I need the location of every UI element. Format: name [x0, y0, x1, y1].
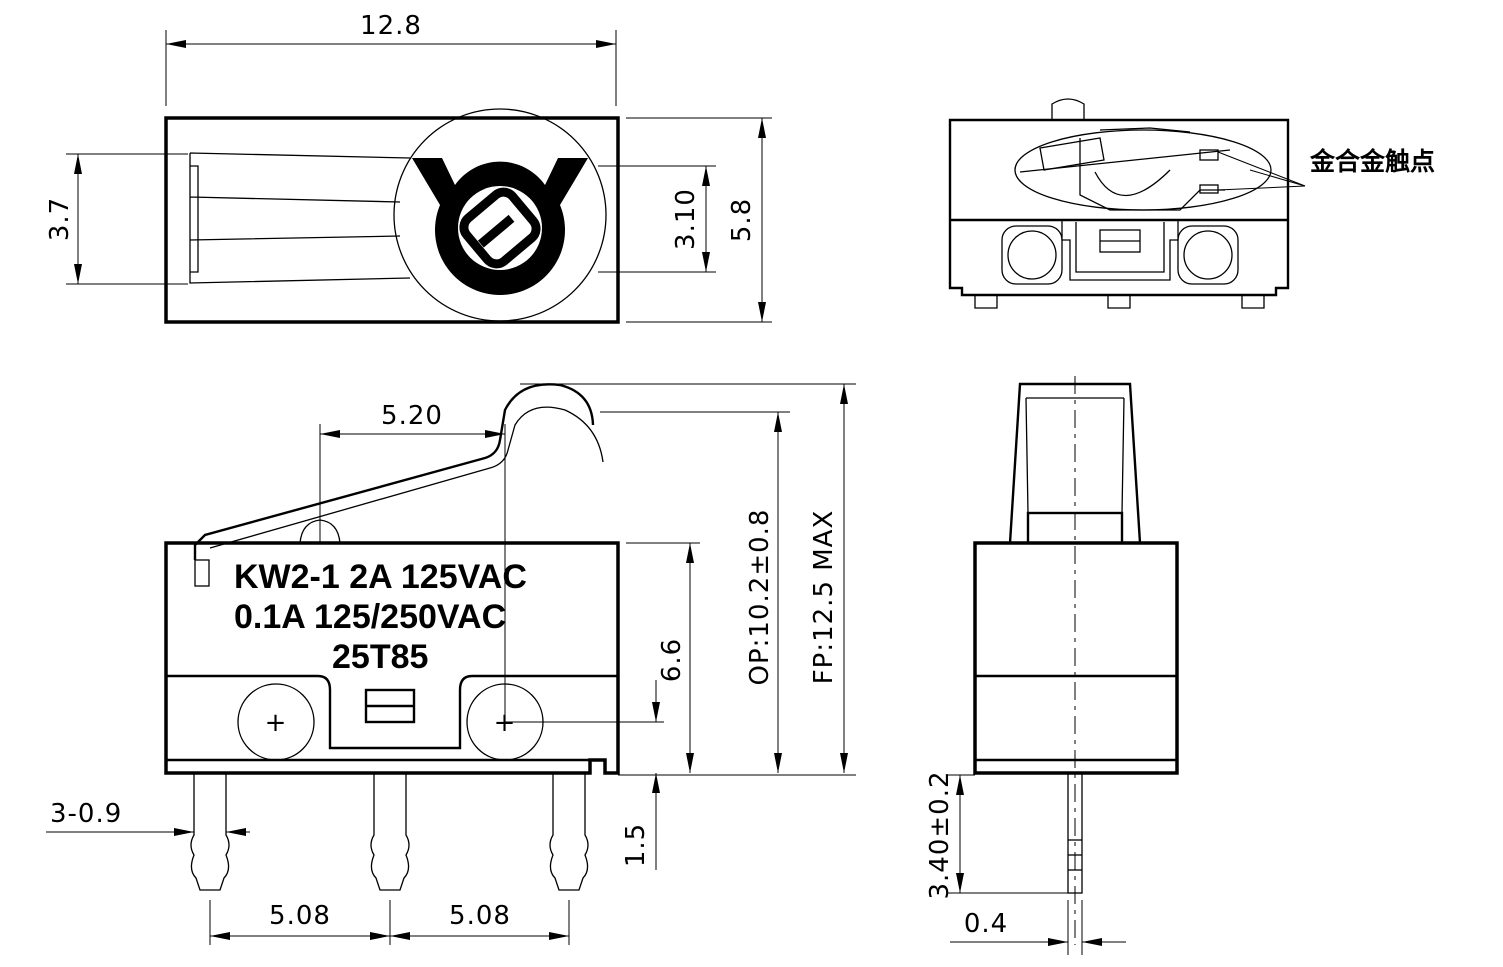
- marking-line2: 0.1A 125/250VAC: [234, 598, 506, 636]
- top-view-logo-circle: [393, 108, 607, 322]
- pin-middle: [370, 773, 410, 891]
- dim-1-5: 1.5: [621, 823, 651, 867]
- side-view-lever: [193, 383, 595, 560]
- front-view-pin: [1067, 772, 1083, 894]
- svg-text:+: +: [494, 708, 517, 738]
- marking-line1: KW2-1 2A 125VAC: [234, 558, 527, 596]
- front-view: 3.40±0.2 0.4: [925, 376, 1179, 955]
- end-view: 金合金触点: [948, 98, 1435, 309]
- contact-zoom-ellipse: [1014, 129, 1272, 211]
- top-view-lever: [189, 152, 411, 284]
- dim-3-0-9: 3-0.9: [50, 799, 122, 829]
- dim-pitch-right: 5.08: [449, 901, 511, 931]
- dim-fp: FP:12.5 MAX: [809, 510, 839, 685]
- dim-5-20: 5.20: [381, 401, 443, 431]
- dim-3-10: 3.10: [671, 188, 701, 250]
- side-view: + + KW2-1 2A 125VAC 0.1A 125/250VAC 25T8…: [46, 383, 856, 945]
- dim-6-6: 6.6: [657, 638, 687, 682]
- dim-0-4: 0.4: [964, 909, 1008, 939]
- screw-hole-left: [237, 683, 315, 761]
- dim-3-40: 3.40±0.2: [925, 770, 955, 899]
- dim-3-7: 3.7: [45, 197, 75, 241]
- brand-logo-icon: [412, 158, 588, 295]
- pin-right: [549, 773, 589, 891]
- end-view-body: [948, 118, 1290, 297]
- top-view-outline: [164, 116, 620, 324]
- dim-5-8: 5.8: [727, 198, 757, 242]
- marking-line3: 25T85: [332, 638, 428, 676]
- dim-op: OP:10.2±0.8: [745, 509, 775, 686]
- gold-alloy-contact-label: 金合金触点: [1309, 147, 1435, 176]
- top-view: 12.8 3.7 3.10 5.8: [45, 11, 772, 324]
- pin-left: [190, 773, 230, 891]
- dim-12-8: 12.8: [360, 11, 422, 41]
- front-view-body: [973, 541, 1179, 775]
- dim-pitch-left: 5.08: [269, 901, 331, 931]
- svg-text:+: +: [265, 708, 288, 738]
